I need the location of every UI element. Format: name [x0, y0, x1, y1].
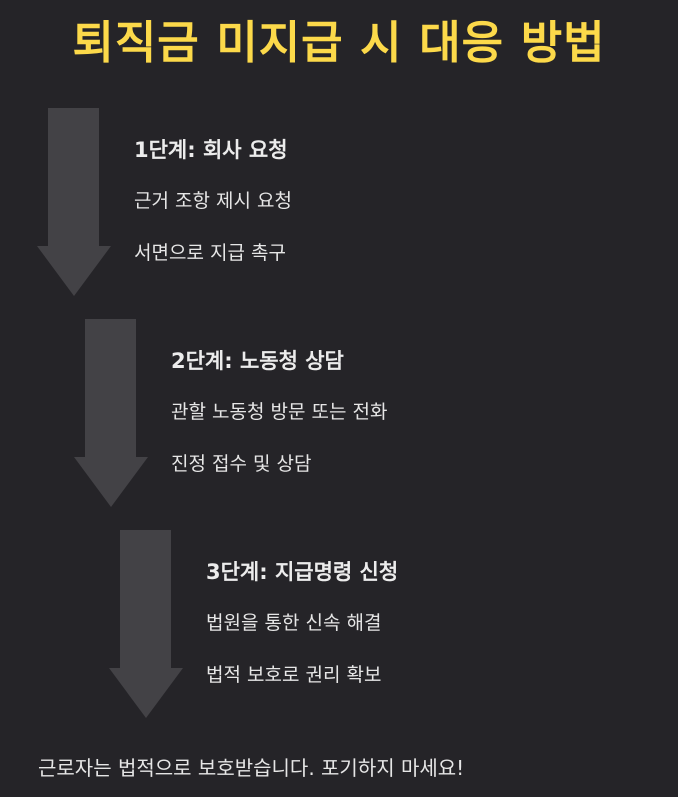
page-title: 퇴직금 미지급 시 대응 방법 [72, 16, 606, 69]
step-2-title: 2단계: 노동청 상담 [171, 349, 344, 373]
step-3-item-1: 법원을 통한 신속 해결 [206, 612, 382, 634]
down-arrow-icon [74, 319, 148, 507]
footer-message: 근로자는 법적으로 보호받습니다. 포기하지 마세요! [38, 756, 465, 780]
step-2-item-2: 진정 접수 및 상담 [171, 453, 312, 475]
step-1-title: 1단계: 회사 요청 [134, 138, 288, 162]
step-3-item-2: 법적 보호로 권리 확보 [206, 664, 382, 686]
step-2-item-1: 관할 노동청 방문 또는 전화 [171, 401, 388, 423]
down-arrow-icon [37, 108, 111, 296]
step-1-item-2: 서면으로 지급 촉구 [134, 242, 286, 264]
down-arrow-icon [109, 530, 183, 718]
step-3-title: 3단계: 지급명령 신청 [206, 560, 399, 584]
step-1-item-1: 근거 조항 제시 요청 [134, 190, 292, 212]
